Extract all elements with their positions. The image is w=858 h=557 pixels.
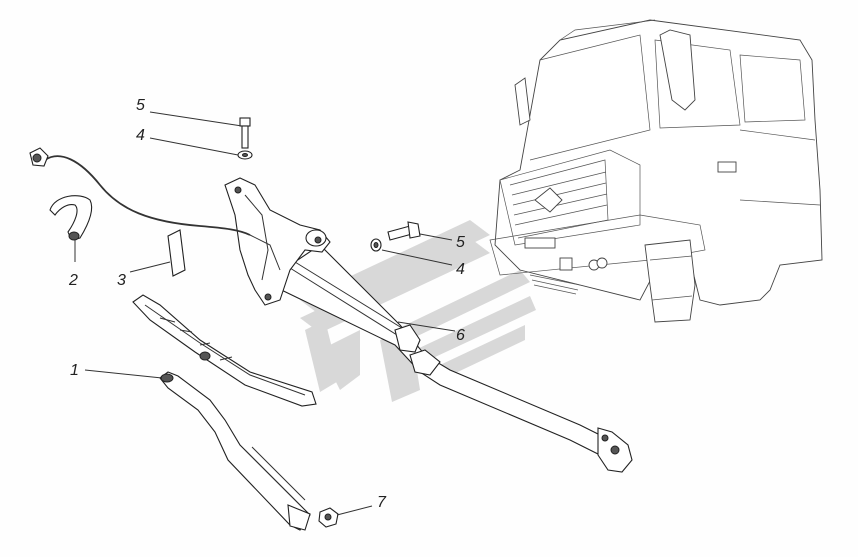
part-5-bolt-right: [387, 221, 421, 241]
part-4-washer-top: [237, 150, 253, 160]
part-5-bolt-top: [239, 117, 251, 149]
part-1-wiper-arm: [159, 371, 311, 531]
part-2-clip: [49, 195, 93, 241]
callout-6: 6: [456, 327, 465, 344]
wiper-cable: [29, 147, 251, 236]
callout-4-right: 4: [456, 261, 465, 278]
leader-lines: [74, 111, 456, 516]
callout-4-top: 4: [136, 127, 145, 144]
callout-5-right: 5: [456, 234, 465, 251]
callout-1: 1: [70, 362, 79, 379]
callout-5-top: 5: [136, 97, 145, 114]
part-6-linkage: [263, 244, 633, 473]
wiper-blade: [132, 294, 317, 407]
callout-3: 3: [117, 272, 126, 289]
callout-7: 7: [377, 494, 387, 511]
truck-cab: [489, 19, 823, 323]
part-4-washer-right: [370, 238, 382, 252]
part-7-nut: [318, 507, 339, 528]
wiper-motor-bracket: [224, 177, 331, 306]
callout-2: 2: [68, 272, 78, 289]
part-3-sleeve: [167, 229, 186, 277]
